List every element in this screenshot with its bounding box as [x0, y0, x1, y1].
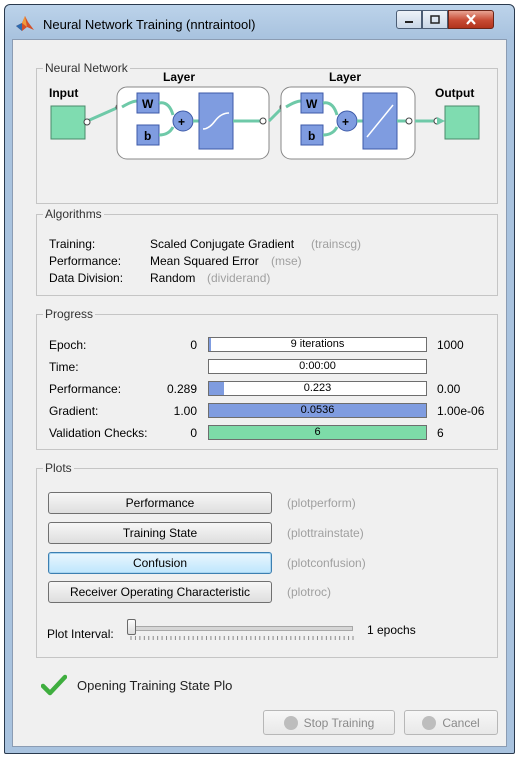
plot-interval-slider[interactable] — [127, 619, 357, 645]
status-text: Opening Training State Plo — [77, 678, 233, 693]
layer2-label: Layer — [329, 71, 361, 84]
group-label: Progress — [43, 307, 96, 321]
layer1-label: Layer — [163, 71, 195, 84]
progress-value: 0:00:00 — [299, 360, 336, 372]
progress-end: 6 — [437, 426, 444, 440]
group-label: Plots — [43, 461, 74, 475]
plot-interval-value: 1 epochs — [367, 623, 416, 637]
progress-bar: 9 iterations — [208, 337, 427, 352]
roc-plot-button[interactable]: Receiver Operating Characteristic — [48, 581, 272, 603]
client-area: Neural Network Input Layer W b + — [12, 39, 507, 747]
cancel-button[interactable]: Cancel — [404, 710, 498, 735]
layer2-bias-label: b — [308, 129, 315, 143]
plot-fn-label: (plottrainstate) — [287, 526, 364, 540]
progress-start: 0.289 — [166, 382, 197, 396]
input-block — [50, 105, 86, 140]
layer1-sum-label: + — [178, 115, 185, 129]
algorithm-fn: (trainscg) — [311, 237, 362, 251]
progress-value: 9 iterations — [290, 338, 345, 350]
algorithms-group: Algorithms Training: Scaled Conjugate Gr… — [36, 207, 498, 296]
slider-ticks — [130, 636, 354, 640]
progress-bar: 0.223 — [208, 381, 427, 396]
algorithm-value: Random — [150, 271, 196, 285]
slider-track — [131, 626, 353, 631]
progress-fill — [209, 338, 211, 351]
cancel-label: Cancel — [442, 715, 480, 730]
progress-value: 6 — [314, 426, 321, 438]
algorithm-label: Data Division: — [49, 271, 124, 285]
plot-fn-label: (plotconfusion) — [287, 556, 366, 570]
layer1-weight-label: W — [142, 97, 154, 111]
plot-fn-label: (plotroc) — [287, 585, 332, 599]
input-label: Input — [49, 86, 78, 100]
algorithm-fn: (dividerand) — [207, 271, 271, 285]
progress-end: 1000 — [437, 338, 464, 352]
algorithm-fn: (mse) — [271, 254, 302, 268]
performance-plot-button[interactable]: Performance — [48, 492, 272, 514]
checkmark-icon — [41, 674, 67, 696]
algorithm-value: Mean Squared Error — [150, 254, 259, 268]
title-bar[interactable]: Neural Network Training (nntraintool) — [5, 5, 514, 39]
layer1-bias-label: b — [144, 129, 151, 143]
layer2-sum-label: + — [342, 115, 349, 129]
group-label: Neural Network — [43, 61, 130, 75]
app-window: Neural Network Training (nntraintool) Ne… — [4, 4, 515, 754]
plots-group: Plots Performance (plotperform) Training… — [36, 461, 498, 658]
algorithm-label: Training: — [49, 237, 96, 251]
minimize-icon — [405, 20, 413, 23]
progress-start: 1.00 — [173, 404, 197, 418]
progress-bar: 0:00:00 — [208, 359, 427, 374]
progress-bar: 6 — [208, 425, 427, 440]
progress-end: 1.00e-06 — [437, 404, 485, 418]
progress-label: Gradient: — [49, 404, 99, 418]
progress-value: 0.223 — [303, 382, 332, 394]
progress-label: Performance: — [49, 382, 122, 396]
progress-row-gradient: Gradient: 1.00 0.0536 1.00e-06 — [37, 403, 497, 421]
training-state-plot-button[interactable]: Training State — [48, 522, 272, 544]
progress-fill — [209, 404, 426, 417]
stop-training-button[interactable]: Stop Training — [263, 710, 395, 735]
progress-start: 0 — [190, 426, 197, 440]
progress-fill — [209, 382, 225, 395]
progress-bar: 0.0536 — [208, 403, 427, 418]
neural-network-group: Neural Network Input Layer W b + — [36, 61, 498, 204]
network-diagram: Input Layer W b + — [49, 71, 480, 160]
progress-label: Time: — [49, 360, 79, 374]
plot-interval-label: Plot Interval: — [47, 627, 114, 641]
group-label: Algorithms — [43, 207, 104, 221]
confusion-plot-button[interactable]: Confusion — [48, 552, 272, 574]
progress-row-performance: Performance: 0.289 0.223 0.00 — [37, 381, 497, 399]
stop-training-label: Stop Training — [303, 715, 375, 730]
progress-start: 0 — [190, 338, 197, 352]
progress-row-time: Time: 0:00:00 — [37, 359, 497, 377]
maximize-button[interactable] — [422, 10, 448, 29]
close-button[interactable] — [448, 10, 494, 29]
matlab-icon — [16, 16, 34, 31]
progress-label: Epoch: — [49, 338, 87, 352]
plot-fn-label: (plotperform) — [287, 496, 356, 510]
algorithm-value: Scaled Conjugate Gradient — [150, 237, 295, 251]
slider-thumb[interactable] — [127, 619, 136, 635]
progress-row-validation-checks: Validation Checks: 0 6 6 — [37, 425, 497, 443]
progress-value: 0.0536 — [300, 404, 335, 416]
algorithm-label: Performance: — [49, 254, 122, 268]
close-icon — [466, 14, 476, 25]
progress-fill — [209, 426, 426, 439]
window-title: Neural Network Training (nntraintool) — [43, 17, 256, 32]
layer1-transfer-block — [198, 92, 234, 150]
layer2-weight-label: W — [306, 97, 318, 111]
maximize-icon — [430, 15, 440, 24]
progress-end: 0.00 — [437, 382, 461, 396]
progress-label: Validation Checks: — [49, 426, 148, 440]
output-block — [444, 105, 480, 140]
minimize-button[interactable] — [396, 10, 422, 29]
output-label: Output — [435, 86, 474, 100]
progress-row-epoch: Epoch: 0 9 iterations 1000 — [37, 337, 497, 355]
cancel-icon — [422, 715, 437, 730]
stop-icon — [283, 715, 298, 730]
